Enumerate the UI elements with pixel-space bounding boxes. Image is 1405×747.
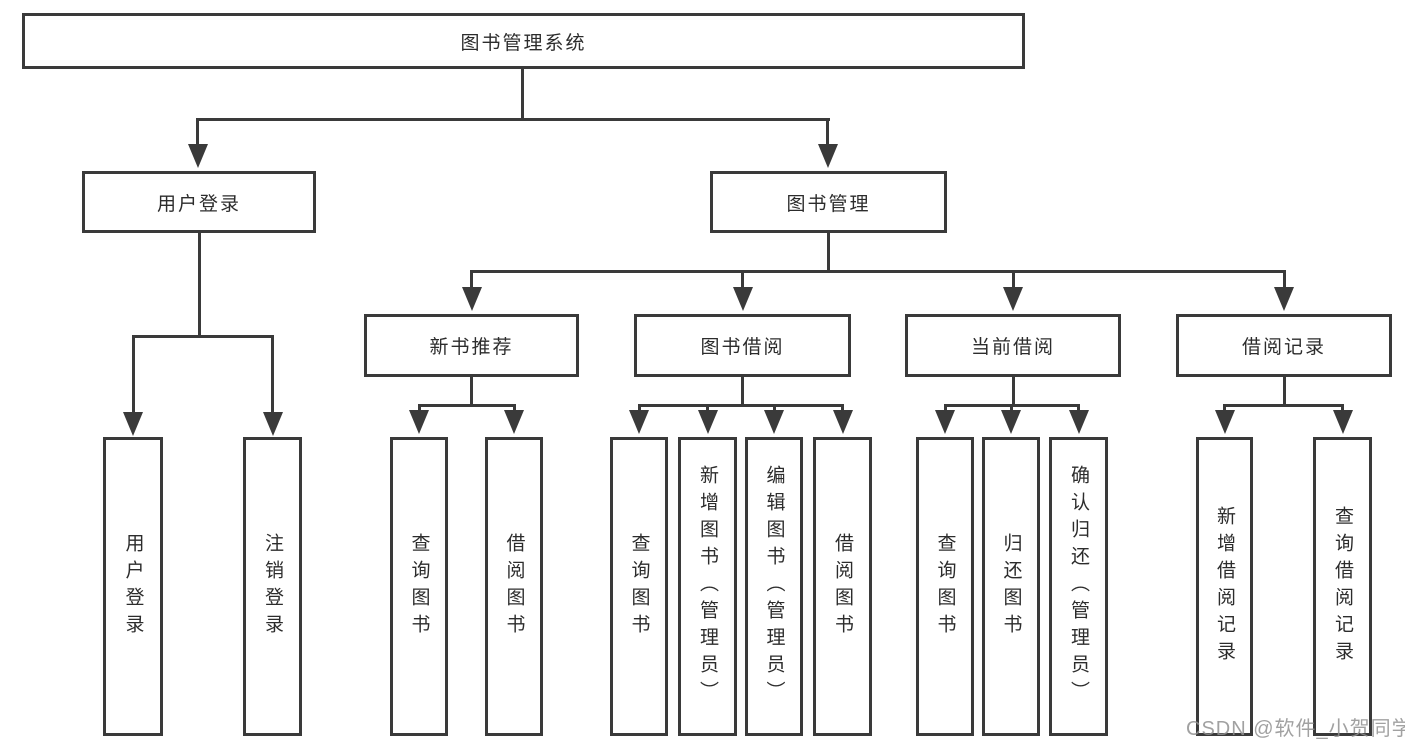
arrow-down-icon	[818, 144, 838, 168]
node-book-borrowing: 图书借阅	[634, 314, 851, 377]
connector-line	[132, 335, 274, 338]
connector-line	[418, 404, 421, 413]
connector-line	[271, 335, 274, 413]
connector-line	[470, 377, 473, 407]
leaf-user-login: 用户登录	[103, 437, 163, 736]
connector-line	[132, 335, 135, 413]
arrow-down-icon	[123, 412, 143, 436]
leaf-label: 用户登录	[122, 532, 144, 641]
node-user-login: 用户登录	[82, 171, 316, 233]
connector-line	[1223, 404, 1226, 413]
leaf-label: 查询图书	[934, 532, 956, 641]
connector-line	[773, 404, 776, 413]
connector-line	[841, 404, 844, 413]
node-new-book-recommend: 新书推荐	[364, 314, 579, 377]
connector-line	[196, 118, 199, 146]
connector-line	[1012, 377, 1015, 407]
connector-line	[741, 377, 744, 407]
connector-line	[198, 233, 201, 338]
leaf-query-borrow-record: 查询借阅记录	[1313, 437, 1372, 736]
connector-line	[741, 270, 744, 290]
arrow-down-icon	[1003, 287, 1023, 311]
arrow-down-icon	[188, 144, 208, 168]
connector-line	[1341, 404, 1344, 413]
node-root: 图书管理系统	[22, 13, 1025, 69]
connector-line	[197, 118, 830, 121]
leaf-label: 归还图书	[1000, 532, 1022, 641]
node-book-management: 图书管理	[710, 171, 947, 233]
leaf-query-books-recommend: 查询图书	[390, 437, 448, 736]
leaf-borrow-books-recommend: 借阅图书	[485, 437, 543, 736]
leaf-label: 查询借阅记录	[1332, 505, 1353, 668]
leaf-label: 查询图书	[408, 532, 430, 641]
leaf-label: 新增借阅记录	[1214, 505, 1235, 668]
leaf-label: 借阅图书	[832, 532, 853, 641]
arrow-down-icon	[1069, 410, 1089, 434]
csdn-watermark: CSDN @软件_小贺同学	[1186, 718, 1405, 740]
connector-line	[944, 404, 947, 413]
arrow-down-icon	[462, 287, 482, 311]
leaf-add-books-admin: 新增图书（管理员）	[678, 437, 737, 736]
arrow-down-icon	[764, 410, 784, 434]
arrow-down-icon	[629, 410, 649, 434]
connector-line	[470, 270, 473, 290]
arrow-down-icon	[698, 410, 718, 434]
leaf-edit-books-admin: 编辑图书（管理员）	[745, 437, 803, 736]
leaf-label: 查询图书	[628, 532, 650, 641]
connector-line	[1077, 404, 1080, 413]
leaf-confirm-return-admin: 确认归还（管理员）	[1049, 437, 1108, 736]
arrow-down-icon	[409, 410, 429, 434]
leaf-label: 编辑图书（管理员）	[763, 465, 785, 708]
connector-line	[513, 404, 516, 413]
leaf-query-books-borrowing: 查询图书	[610, 437, 668, 736]
connector-line	[418, 404, 515, 407]
connector-line	[470, 270, 1286, 273]
node-current-borrowing: 当前借阅	[905, 314, 1121, 377]
connector-line	[1010, 404, 1013, 413]
leaf-label: 新增图书（管理员）	[697, 465, 718, 708]
leaf-return-books: 归还图书	[982, 437, 1040, 736]
arrow-down-icon	[504, 410, 524, 434]
arrow-down-icon	[1274, 287, 1294, 311]
leaf-label: 注销登录	[262, 532, 283, 641]
connector-line	[827, 233, 830, 273]
connector-line	[521, 68, 524, 121]
leaf-label: 借阅图书	[503, 532, 525, 641]
arrow-down-icon	[935, 410, 955, 434]
connector-line	[1224, 404, 1344, 407]
connector-line	[639, 404, 844, 407]
connector-line	[1283, 377, 1286, 407]
arrow-down-icon	[733, 287, 753, 311]
connector-line	[706, 404, 709, 413]
connector-line	[638, 404, 641, 413]
arrow-down-icon	[1215, 410, 1235, 434]
leaf-logout: 注销登录	[243, 437, 302, 736]
leaf-query-books-current: 查询图书	[916, 437, 974, 736]
arrow-down-icon	[1333, 410, 1353, 434]
arrow-down-icon	[1001, 410, 1021, 434]
leaf-label: 确认归还（管理员）	[1068, 465, 1089, 708]
arrow-down-icon	[263, 412, 283, 436]
arrow-down-icon	[833, 410, 853, 434]
connector-line	[1283, 270, 1286, 290]
leaf-borrow-books-borrowing: 借阅图书	[813, 437, 872, 736]
connector-line	[826, 118, 829, 146]
leaf-add-borrow-record: 新增借阅记录	[1196, 437, 1253, 736]
node-borrowing-records: 借阅记录	[1176, 314, 1392, 377]
connector-line	[1012, 270, 1015, 290]
